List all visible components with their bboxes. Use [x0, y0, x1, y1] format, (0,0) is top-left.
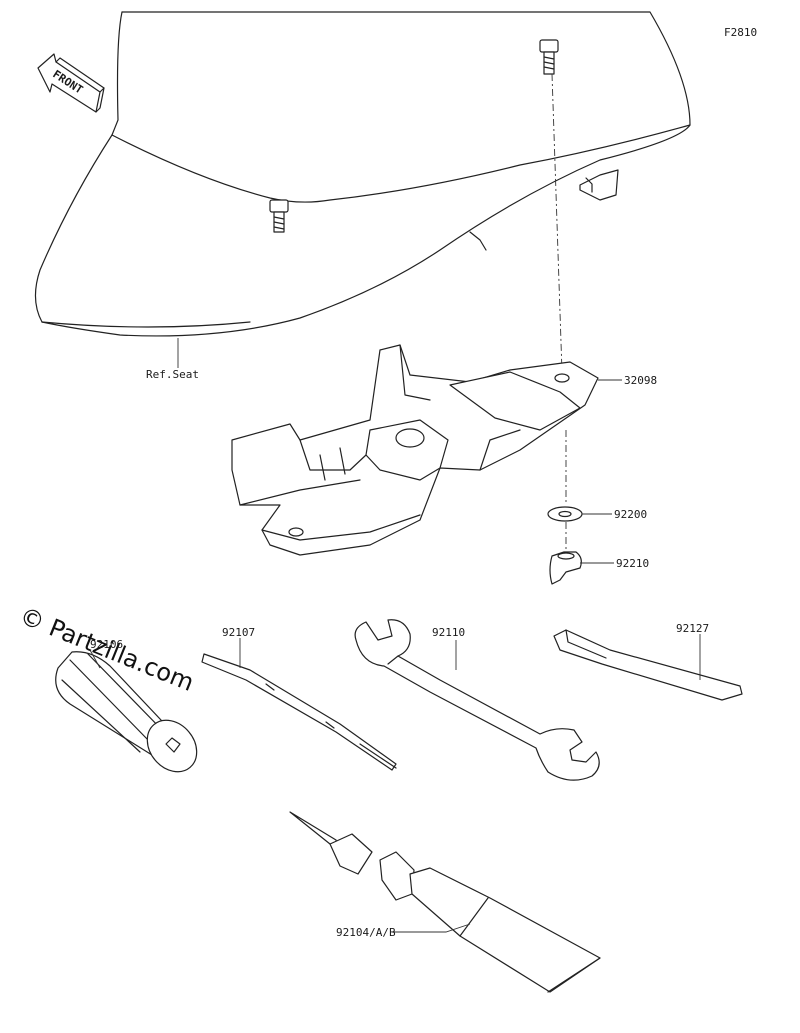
part-label-92110: 92110 — [432, 626, 465, 639]
screw-icon — [539, 39, 559, 75]
diagram-code: F2810 — [724, 26, 757, 39]
front-arrow-icon: FRONT — [37, 53, 105, 113]
washer — [547, 506, 583, 522]
part-label-92200: 92200 — [614, 508, 647, 521]
part-label-32098: 32098 — [624, 374, 657, 387]
part-label-92210: 92210 — [616, 557, 649, 570]
wing-nut — [549, 551, 582, 585]
screwdriver — [201, 653, 397, 771]
ref-seat-label: Ref.Seat — [146, 368, 199, 381]
part-label-92104: 92104/A/B — [336, 926, 396, 939]
part-label-92106: 92106 — [90, 638, 123, 651]
hex-key — [553, 629, 743, 701]
part-label-92127: 92127 — [676, 622, 709, 635]
part-label-92107: 92107 — [222, 626, 255, 639]
grease-tube — [289, 811, 601, 993]
seat-outline — [34, 11, 691, 337]
screw-icon — [269, 199, 289, 233]
screwdriver-handle — [55, 651, 198, 773]
wrench — [354, 619, 600, 781]
tool-tray — [231, 344, 599, 556]
